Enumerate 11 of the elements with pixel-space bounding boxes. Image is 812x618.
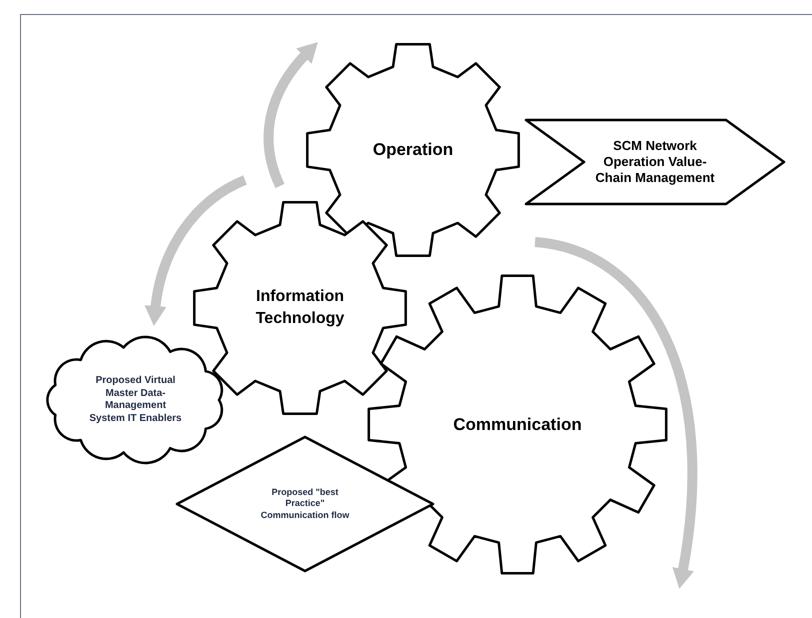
gear-shape	[303, 40, 523, 260]
gear-shape	[190, 198, 410, 418]
node-label: Communication	[453, 414, 582, 436]
node-label: Proposed Virtual Master Data-Management System IT Enablers	[88, 375, 183, 425]
node-label: Operation	[372, 139, 454, 162]
node-label: Proposed "best Practice" Communication flow	[260, 487, 350, 521]
gear-shape	[365, 272, 670, 577]
node-label: Information Technology	[254, 287, 346, 329]
chevron-shape	[524, 118, 786, 206]
node-label: SCM Network Operation Value-Chain Management	[594, 138, 716, 186]
decision-diamond	[175, 435, 435, 573]
